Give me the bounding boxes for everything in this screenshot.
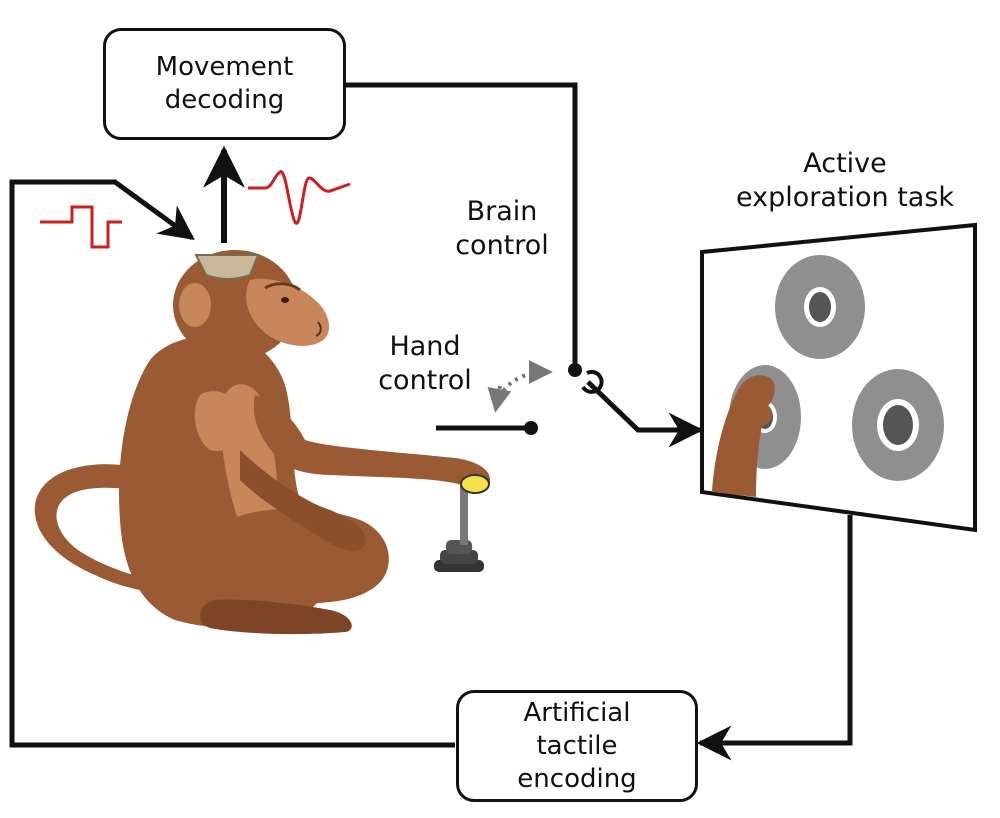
- target-top: [775, 255, 865, 359]
- task-screen: [700, 222, 977, 533]
- monkey-illustration: [34, 250, 491, 635]
- artificial-tactile-line-2: tactile: [536, 730, 618, 761]
- movement-decoding-box: Movement decoding: [103, 28, 346, 140]
- active-exploration-task-label: Active exploration task: [735, 148, 955, 213]
- brain-implant: [194, 254, 260, 280]
- artificial-tactile-encoding-box: Artificial tactile encoding: [456, 690, 698, 802]
- target-right: [852, 369, 944, 481]
- feedback-line-screen: [696, 515, 853, 761]
- joystick: [434, 474, 490, 572]
- virtual-hand: [712, 375, 775, 497]
- hand-control-contact: [524, 421, 538, 435]
- artificial-tactile-line-3: encoding: [517, 763, 637, 794]
- artificial-tactile-line-1: Artificial: [523, 697, 631, 728]
- hand-control-label: Hand control: [378, 331, 472, 396]
- feedback-line-loop: [9, 179, 455, 748]
- switch-hinge: [581, 369, 604, 394]
- neural-spike-signal: [248, 170, 351, 225]
- brain-control-contact: [568, 363, 582, 377]
- movement-decoding-line-2: decoding: [164, 85, 285, 115]
- switch-toggle-arrow-back: [487, 385, 512, 413]
- stimulation-pulse-signal: [40, 205, 122, 249]
- switch-toggle-arrow: [494, 360, 553, 406]
- switch-lever: [586, 380, 704, 448]
- movement-decoding-line-1: Movement: [155, 52, 294, 82]
- brain-control-line: [345, 82, 578, 368]
- brain-control-label: Brain control: [455, 196, 549, 261]
